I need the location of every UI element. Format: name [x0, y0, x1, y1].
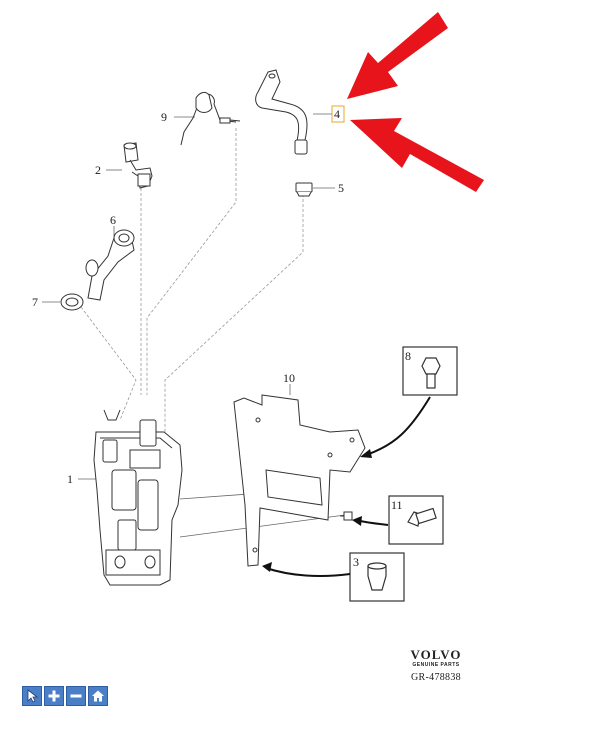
red-arrow-upper: [347, 12, 448, 99]
callout-9: 9: [161, 110, 167, 124]
inset-8: [402, 346, 458, 396]
inset-11: [388, 495, 444, 545]
callout-5: 5: [338, 181, 344, 195]
callout-10: 10: [283, 371, 295, 385]
red-arrow-lower: [350, 118, 484, 192]
volvo-brand-block: VOLVO GENUINE PARTS GR-478838: [388, 648, 484, 685]
select-tool-button[interactable]: [22, 686, 42, 706]
callout-2: 2: [95, 163, 101, 177]
part-11-bolt: [340, 511, 353, 521]
cursor-icon: [27, 689, 38, 703]
red-arrows: [347, 12, 484, 192]
callout-1: 1: [67, 472, 73, 486]
callout-7: 7: [32, 295, 38, 309]
part-5-clip: [295, 182, 313, 197]
callout-8: 8: [405, 349, 411, 363]
pointer-arrowheads: [262, 449, 372, 572]
part-4-hose: [255, 69, 308, 155]
zoom-in-button[interactable]: [44, 686, 64, 706]
part-2-connector: [123, 142, 153, 189]
home-button[interactable]: [88, 686, 108, 706]
callout-3: 3: [353, 555, 359, 569]
callout-11: 11: [391, 498, 403, 512]
part-9-cable: [180, 91, 241, 146]
volvo-logo: VOLVO: [410, 647, 462, 662]
part-7-clamp: [60, 293, 84, 311]
dashed-leaders: [77, 128, 304, 440]
zoom-out-button[interactable]: [66, 686, 86, 706]
pointer-arrows: [265, 396, 431, 577]
zoom-in-icon: [48, 690, 60, 702]
callout-4-highlight: [331, 105, 345, 123]
callout-4: 4: [334, 107, 340, 121]
zoom-out-icon: [70, 694, 82, 698]
home-icon: [92, 690, 104, 702]
part-1-reservoir: [93, 409, 183, 586]
callout-6: 6: [110, 213, 116, 227]
diagram-code: GR-478838: [411, 672, 461, 683]
inset-3: [349, 552, 405, 602]
zoom-toolbar: [22, 686, 108, 706]
part-10-bracket: [233, 394, 366, 567]
genuine-parts-label: GENUINE PARTS: [412, 662, 460, 668]
callout-labels: 1 2 3 4 5 6 7 8 9 10 11: [32, 107, 411, 569]
part-6-hose: [85, 229, 135, 301]
